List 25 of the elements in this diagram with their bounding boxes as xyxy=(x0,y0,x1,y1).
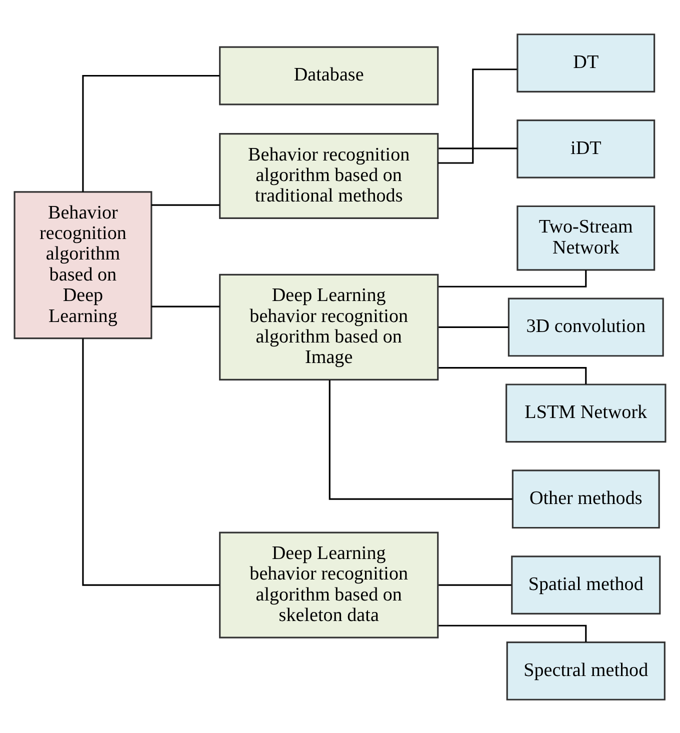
node-box: Spectral method xyxy=(506,641,666,700)
connector xyxy=(151,204,220,206)
connector xyxy=(82,74,220,192)
node-box: LSTM Network xyxy=(506,383,666,442)
node-box: Spatial method xyxy=(511,555,661,614)
connector xyxy=(151,305,220,307)
connector xyxy=(438,68,517,164)
connector xyxy=(438,147,518,149)
connector xyxy=(82,338,220,586)
node-box: DT xyxy=(516,33,656,92)
node-box: 3D convolution xyxy=(508,297,664,356)
node-box: Behavior recognition algorithm based on traditional methods xyxy=(219,132,439,218)
node-box: Deep Learning behavior recognition algorithm based on skeleton data xyxy=(219,531,439,638)
node-box: Database xyxy=(219,46,439,105)
connector xyxy=(328,380,512,500)
node-box: iDT xyxy=(516,119,656,178)
connector xyxy=(438,270,587,287)
node-box: Deep Learning behavior recognition algorithm based on Image xyxy=(219,273,439,380)
connector xyxy=(438,584,512,586)
node-box: Two-Stream Network xyxy=(516,204,656,270)
connector xyxy=(438,366,587,384)
connector xyxy=(438,624,587,642)
connector xyxy=(438,326,508,328)
node-box: Other methods xyxy=(512,469,660,528)
node-box: Behavior recognition algorithm based on Deep Learning xyxy=(14,190,152,339)
